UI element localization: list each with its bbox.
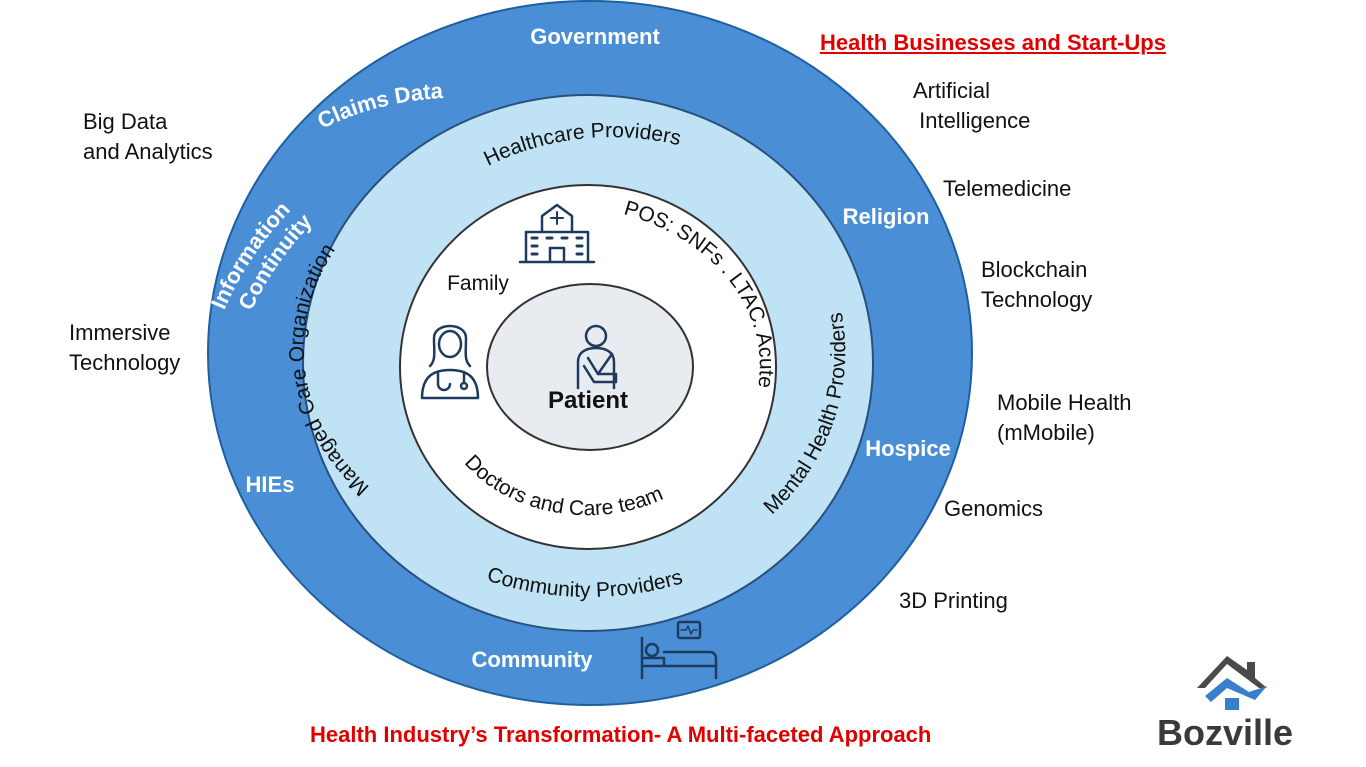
tech-3d-printing: 3D Printing [899, 586, 1008, 616]
tech-blockchain-line1: Blockchain [981, 257, 1088, 282]
tech-mobile-health: Mobile Health (mMobile) [997, 388, 1132, 448]
tech-3d-printing-line1: 3D Printing [899, 588, 1008, 613]
bozville-logo-icon [1197, 656, 1267, 710]
label-patient: Patient [548, 387, 628, 414]
tech-ai-line1: Artificial [913, 78, 991, 103]
tech-immersive: Immersive Technology [69, 318, 180, 378]
label-religion: Religion [843, 204, 930, 229]
tech-mobile-health-line1: Mobile Health [997, 390, 1132, 415]
patient-icon [576, 324, 618, 390]
tech-genomics: Genomics [944, 494, 1043, 524]
tech-blockchain: Blockchain Technology [981, 255, 1092, 315]
label-hies: HIEs [246, 472, 295, 497]
tech-ai: Artificial Intelligence [913, 76, 1030, 136]
header-health-businesses[interactable]: Health Businesses and Start-Ups [820, 30, 1166, 55]
label-hospice: Hospice [865, 436, 951, 461]
tech-telemedicine-line1: Telemedicine [943, 176, 1072, 201]
hospital-bed-icon [640, 636, 718, 680]
hospital-icon [518, 203, 596, 264]
nurse-icon [420, 324, 480, 400]
label-government: Government [530, 24, 660, 49]
brand-name: Bozville [1157, 712, 1294, 753]
tech-telemedicine: Telemedicine [943, 174, 1071, 204]
diagram-title: Health Industry’s Transformation- A Mult… [310, 722, 932, 747]
tech-big-data-line2: and Analytics [83, 139, 213, 164]
tech-blockchain-line2: Technology [981, 287, 1093, 312]
patient-core [486, 283, 694, 451]
label-community: Community [472, 647, 594, 672]
label-family: Family [447, 272, 509, 295]
tech-immersive-line2: Technology [69, 350, 181, 375]
tech-mobile-health-line2: (mMobile) [997, 420, 1095, 445]
tech-big-data: Big Data and Analytics [83, 107, 213, 167]
tech-ai-line2: Intelligence [913, 108, 1031, 133]
heart-monitor-icon [676, 620, 702, 640]
tech-immersive-line1: Immersive [69, 320, 171, 345]
tech-genomics-line1: Genomics [944, 496, 1044, 521]
tech-big-data-line1: Big Data [83, 109, 168, 134]
